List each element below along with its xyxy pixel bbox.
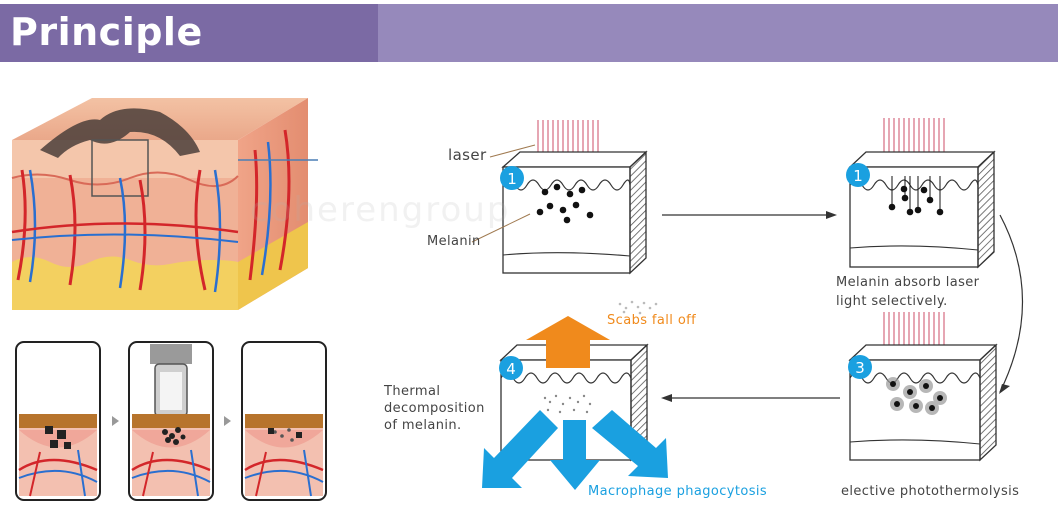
- diagram-block-step1: [500, 120, 648, 275]
- watermark: coherengroup: [250, 190, 511, 230]
- label-laser: laser: [448, 146, 487, 164]
- banner-left: [0, 4, 378, 62]
- diagram-block-step3: [848, 312, 998, 462]
- flow-arrows: [471, 144, 1024, 402]
- label-melanin: Melanin: [427, 234, 481, 249]
- skin-block-illustration: [11, 98, 318, 310]
- stage-panel-before: [15, 341, 101, 501]
- diagram-block-step1-absorb: [846, 118, 996, 269]
- stage-panel-after: [241, 341, 327, 501]
- label-thermal: Thermal decomposition of melanin.: [384, 384, 485, 433]
- label-scabs: Scabs fall off: [607, 313, 697, 328]
- stage-panel-treatment: [128, 341, 214, 501]
- banner-right: [378, 4, 1058, 62]
- step-number-4: 4: [506, 360, 516, 378]
- diagram-block-step4: [482, 300, 668, 490]
- step-number-1: 1: [507, 170, 517, 188]
- label-elective: elective photothermolysis: [841, 484, 1020, 499]
- stage-arrow-1: [112, 416, 119, 426]
- stage-arrow-2: [224, 416, 231, 426]
- page-title: Principle: [10, 10, 203, 54]
- label-macrophage: Macrophage phagocytosis: [588, 484, 768, 499]
- step-number-1b: 1: [853, 167, 863, 185]
- step-number-3: 3: [855, 359, 865, 377]
- label-absorb: Melanin absorb laser light selectively.: [836, 275, 980, 309]
